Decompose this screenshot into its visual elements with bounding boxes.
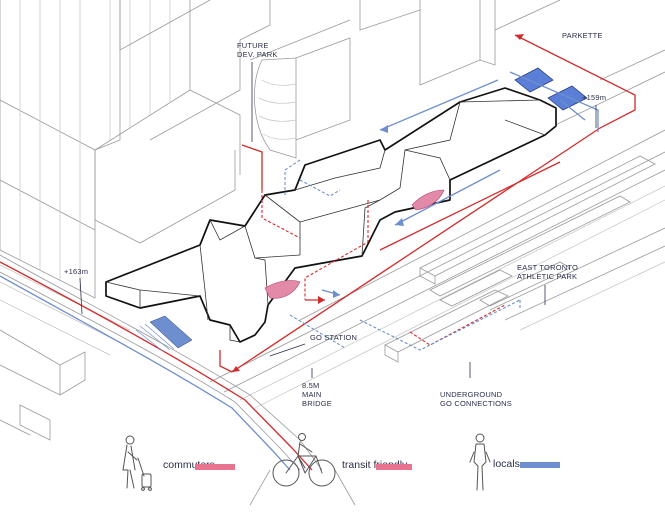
- legend-label-locals: locals: [493, 458, 520, 470]
- label-future-dev-park-line1: FUTURE: [237, 41, 269, 50]
- label-underground-line1: UNDERGROUND: [440, 390, 503, 399]
- label-underground-line2: GO CONNECTIONS: [440, 399, 512, 408]
- label-main-bridge-line1: 8.5M: [302, 381, 319, 390]
- legend-swatch-commuters: [195, 464, 235, 470]
- label-main-bridge-line2: MAIN: [302, 390, 322, 399]
- label-elevation-159: +159m: [582, 93, 606, 102]
- label-future-dev-park-line2: DEV. PARK: [237, 50, 278, 59]
- label-parkette: PARKETTE: [562, 31, 603, 40]
- legend-swatch-locals: [520, 462, 560, 468]
- cyclist-icon: [273, 434, 335, 487]
- standing-person-icon: [470, 434, 490, 490]
- label-main-bridge-line3: BRIDGE: [302, 399, 332, 408]
- walking-with-luggage-icon: [123, 436, 151, 490]
- label-go-station: GO STATION: [310, 333, 357, 342]
- label-east-toronto-line1: EAST TORONTO: [517, 263, 578, 272]
- label-east-toronto-line2: ATHLETIC PARK: [517, 272, 577, 281]
- legend-swatch-transit-friendly: [376, 464, 412, 470]
- label-elevation-163: +163m: [64, 267, 88, 276]
